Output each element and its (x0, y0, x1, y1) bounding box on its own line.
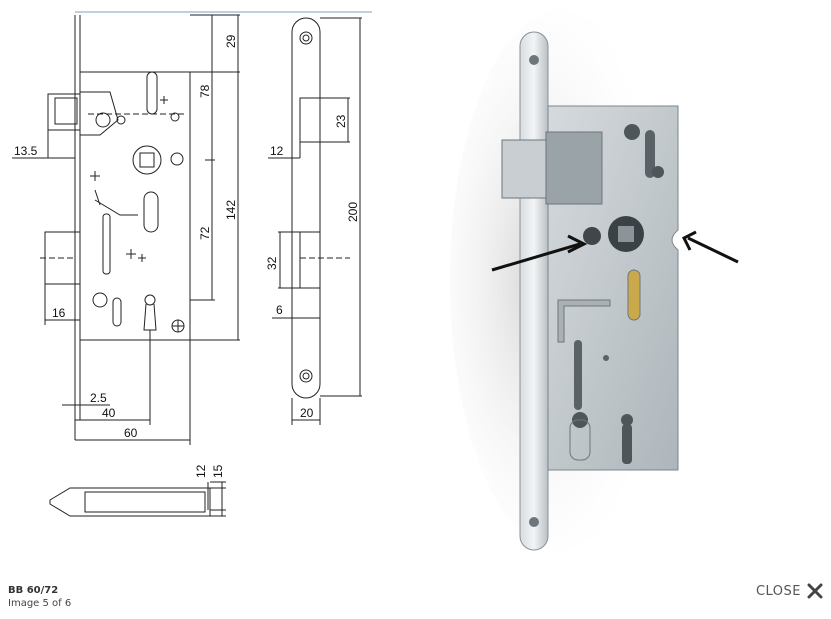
dim-40: 40 (102, 406, 116, 420)
dim-60: 60 (124, 426, 138, 440)
dim-15: 15 (211, 464, 225, 478)
close-label: CLOSE (755, 583, 801, 599)
dim-29: 29 (224, 34, 238, 48)
dim-16: 16 (52, 306, 66, 320)
image-caption: BB 60/72 Image 5 of 6 (8, 584, 71, 610)
dim-72: 72 (198, 226, 212, 240)
dim-13-5: 13.5 (14, 144, 38, 158)
lock-photo (450, 0, 740, 560)
close-icon (807, 583, 823, 599)
close-button[interactable]: CLOSE (756, 583, 823, 599)
dim-6: 6 (276, 303, 283, 317)
dim-12-bottom: 12 (194, 464, 208, 478)
dim-200: 200 (346, 202, 360, 222)
image-counter: Image 5 of 6 (8, 598, 72, 609)
dim-78: 78 (198, 84, 212, 98)
dim-20: 20 (300, 406, 314, 420)
dim-2-5: 2.5 (90, 391, 107, 405)
dim-32: 32 (265, 256, 279, 270)
technical-drawing: 29 78 142 72 13.5 16 2.5 40 60 12 23 200… (12, 11, 372, 517)
dim-23: 23 (334, 114, 348, 128)
dim-142: 142 (224, 200, 238, 220)
dim-12-latch: 12 (270, 144, 284, 158)
image-title: BB 60/72 (8, 585, 59, 596)
